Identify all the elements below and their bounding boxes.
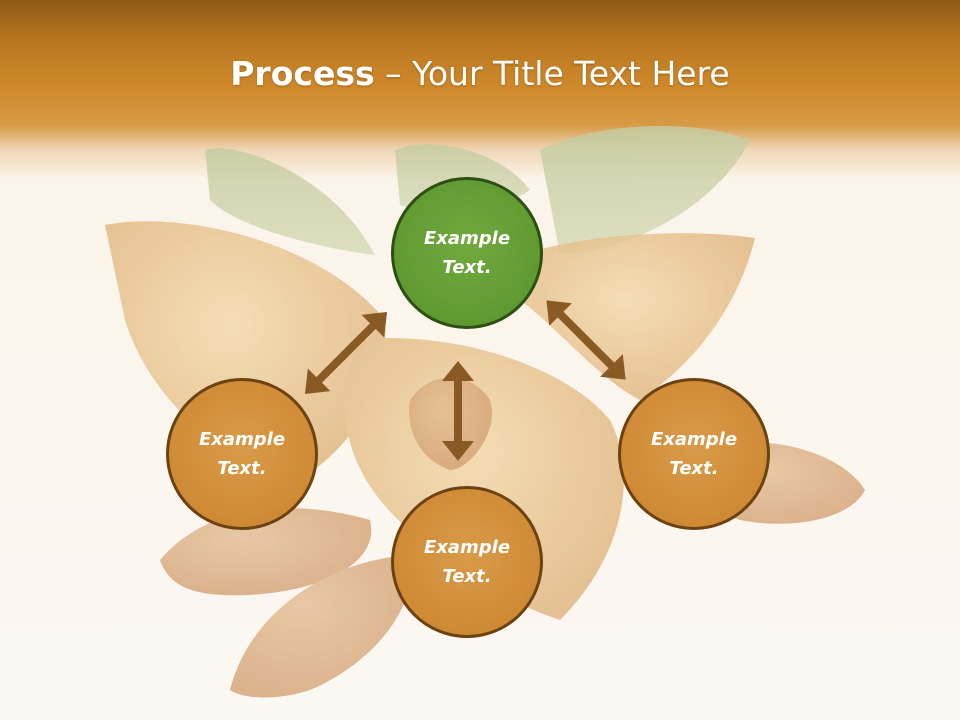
process-node-top[interactable]: Example Text. [391,177,543,329]
node-bottom-text: Example Text. [423,537,511,587]
node-top-text: Example Text. [423,228,511,278]
process-node-right[interactable]: Example Text. [618,378,770,530]
slide-title: Process – Your Title Text Here [0,52,960,96]
process-node-left[interactable]: Example Text. [166,378,318,530]
title-bold: Process [230,54,375,93]
arrow-top-left [304,311,388,395]
arrow-vertical [442,361,474,461]
node-left-text: Example Text. [198,429,286,479]
title-rest: – Your Title Text Here [374,54,730,93]
node-right-text: Example Text. [650,429,738,479]
process-node-bottom[interactable]: Example Text. [391,486,543,638]
arrow-top-right [546,300,626,380]
